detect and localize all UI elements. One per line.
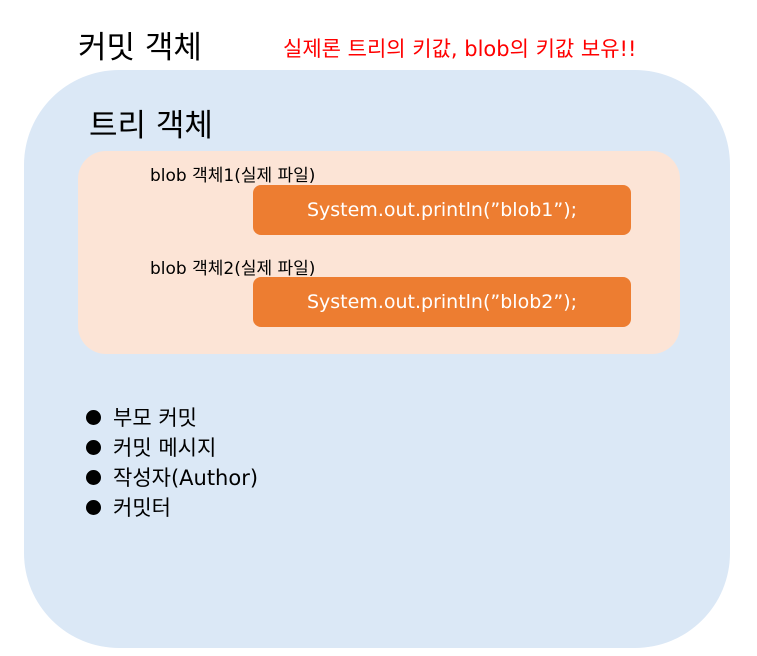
- metadata-item-author: 작성자(Author): [86, 462, 258, 492]
- metadata-item-parent-commit: 부모 커밋: [86, 402, 258, 432]
- commit-metadata-list: 부모 커밋 커밋 메시지 작성자(Author) 커밋터: [86, 402, 258, 522]
- bullet-icon: [86, 409, 101, 425]
- metadata-label: 커밋터: [113, 496, 171, 520]
- bullet-icon: [86, 469, 101, 485]
- metadata-item-committer: 커밋터: [86, 492, 258, 522]
- blob-label-2: blob 객체2(실제 파일): [150, 259, 316, 279]
- bullet-icon: [86, 439, 101, 455]
- metadata-label: 부모 커밋: [113, 406, 197, 430]
- blob-content-2: System.out.println(”blob2”);: [253, 277, 631, 327]
- commit-note: 실제론 트리의 키값, blob의 키값 보유!!: [283, 37, 637, 61]
- bullet-icon: [86, 499, 101, 515]
- tree-object-title: 트리 객체: [89, 108, 213, 144]
- blob-content-1: System.out.println(”blob1”);: [253, 185, 631, 235]
- blob-label-1: blob 객체1(실제 파일): [150, 166, 316, 186]
- metadata-label: 작성자(Author): [113, 466, 259, 490]
- metadata-item-commit-message: 커밋 메시지: [86, 432, 258, 462]
- commit-object-title: 커밋 객체: [78, 30, 202, 66]
- metadata-label: 커밋 메시지: [113, 436, 217, 460]
